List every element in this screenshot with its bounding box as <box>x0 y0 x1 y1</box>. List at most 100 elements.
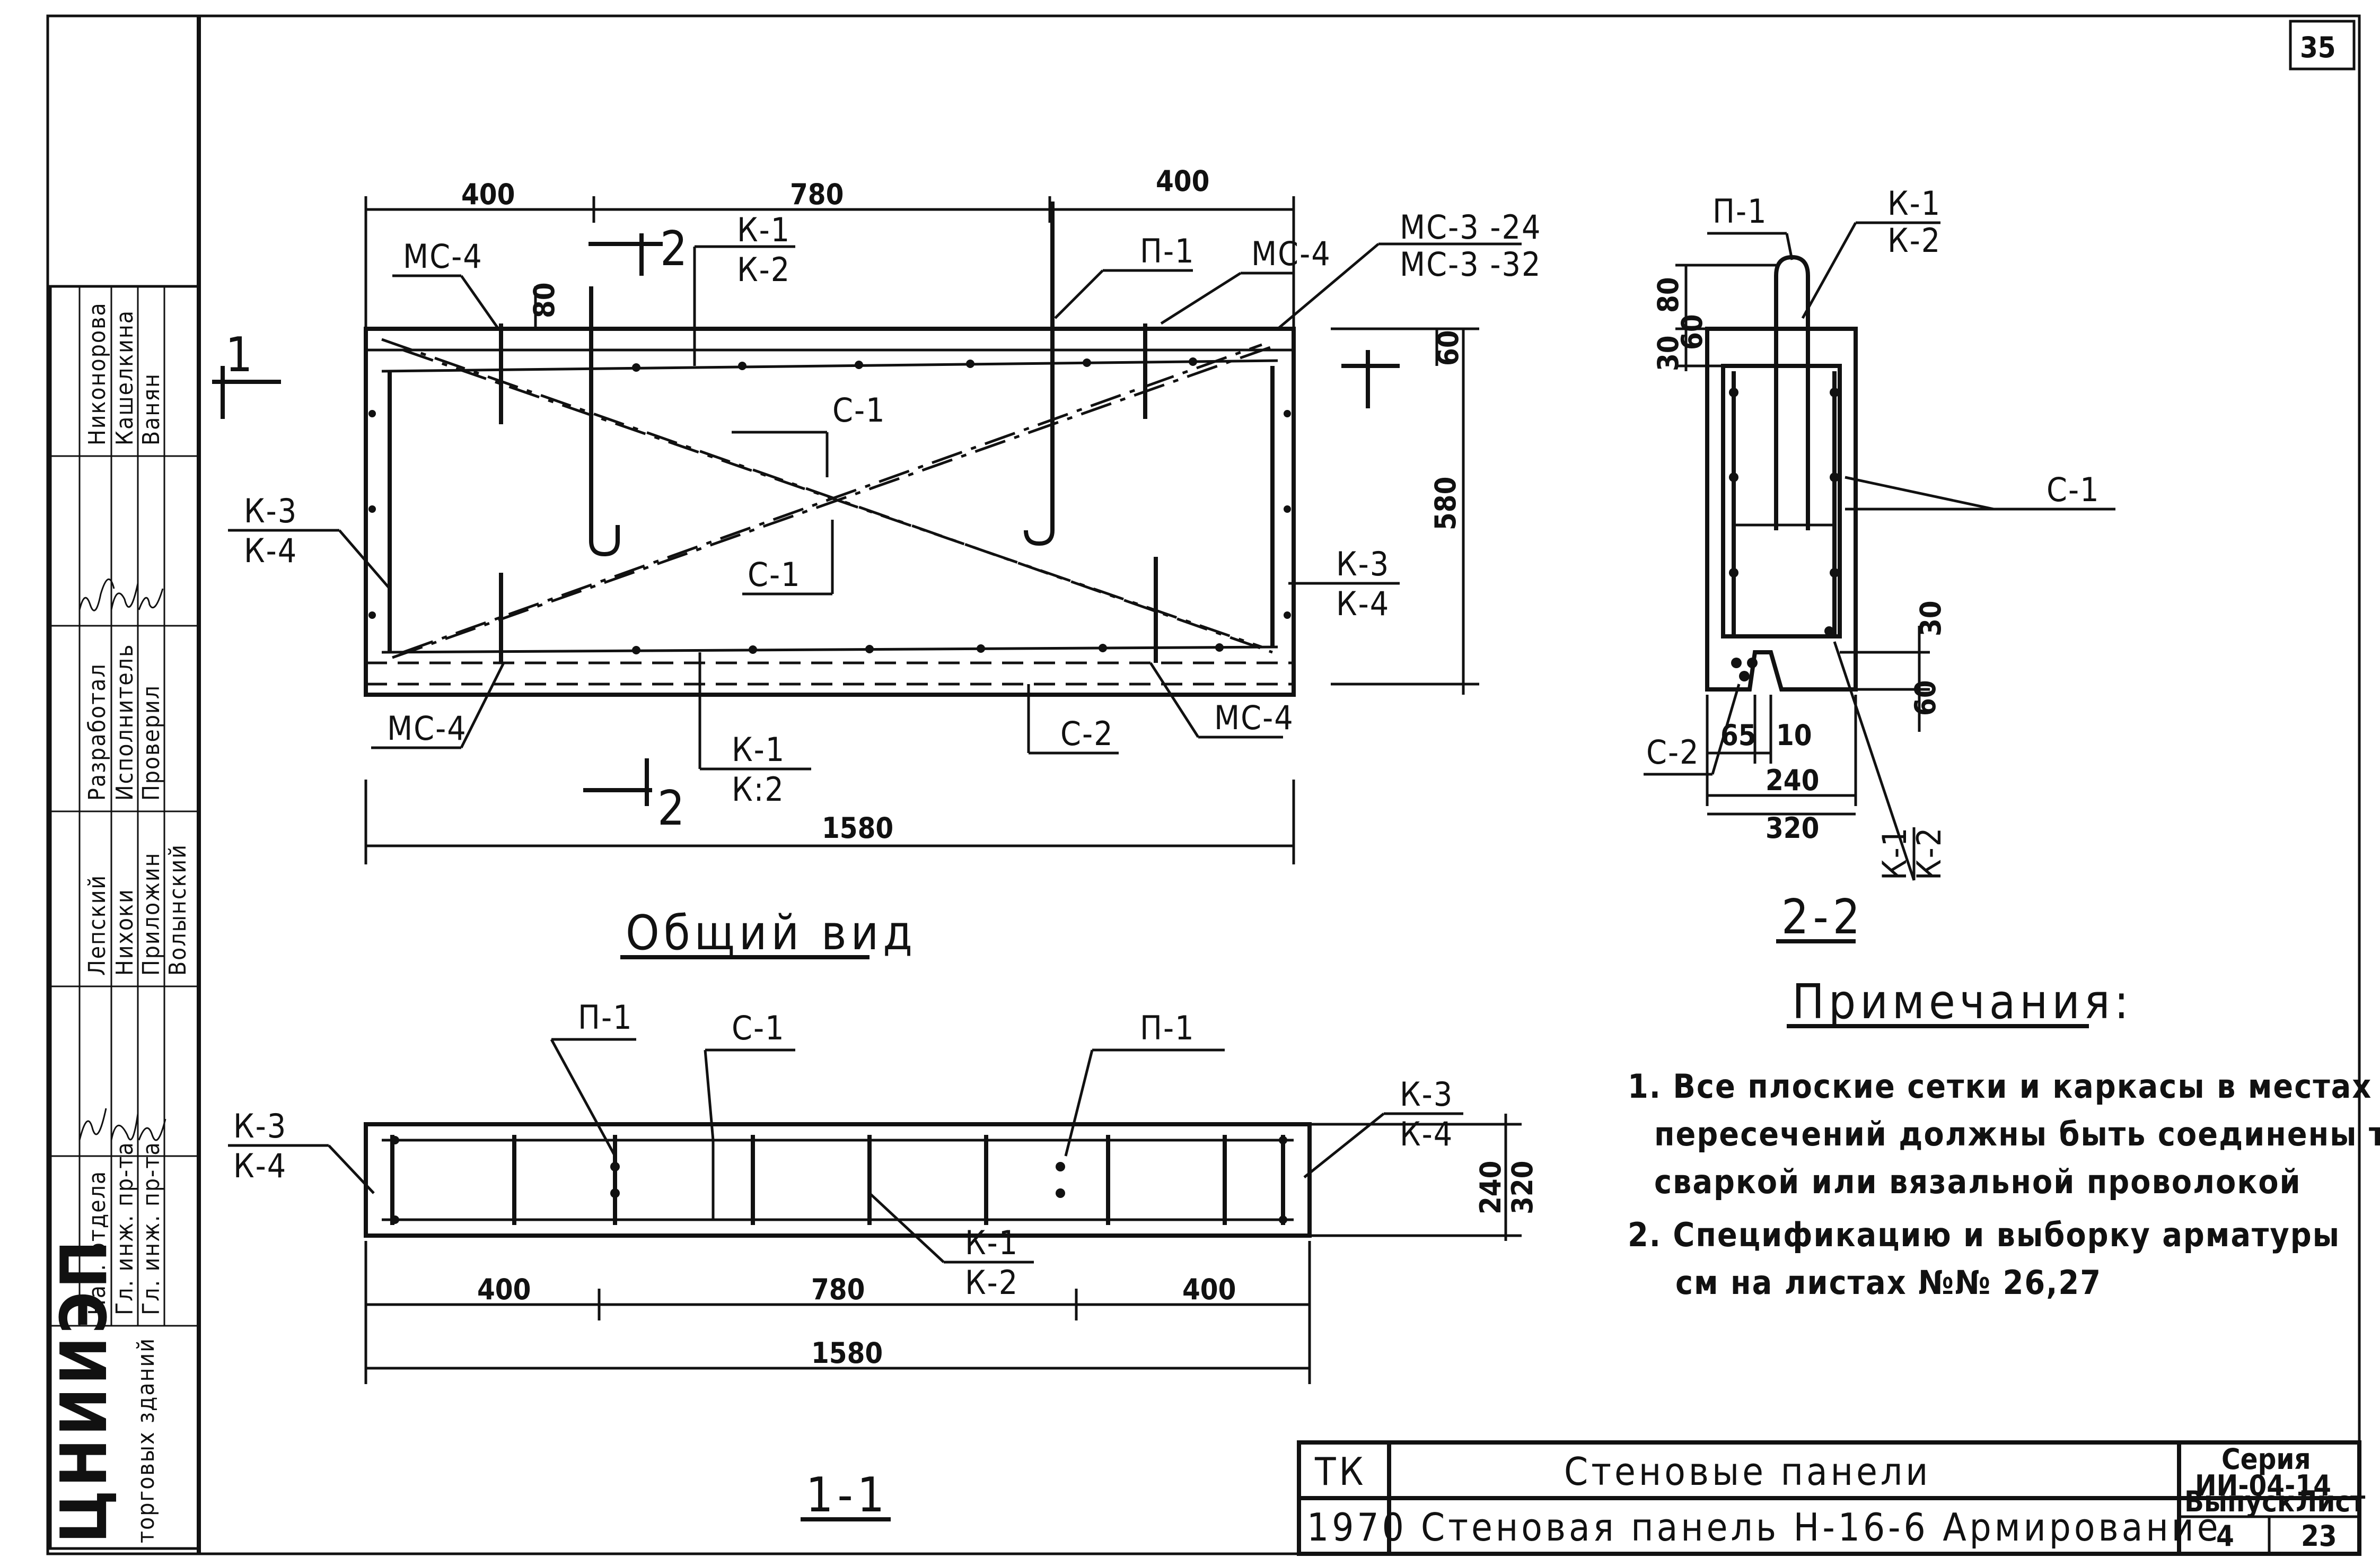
dim-2-2-10: 10 <box>1776 719 1812 752</box>
label-c1-lower: С-1 <box>748 555 801 594</box>
label-1-1-k3-left: К-3 <box>233 1107 287 1145</box>
label-1-1-k2: К-2 <box>965 1263 1018 1302</box>
dim-2-2-30-right: 30 <box>1914 600 1947 636</box>
label-p1-top: П-1 <box>1140 232 1195 270</box>
section11-dots <box>391 1136 1287 1224</box>
dim-2-2-60: 60 <box>1675 314 1709 350</box>
label-k1-bottom: К-1 <box>732 730 785 769</box>
stamp-name-prilozhin: Приложин <box>138 852 165 976</box>
section-2-2: 80 30 60 30 60 65 10 240 320 П-1 К-1 К-2… <box>1644 184 2115 945</box>
stamp-name-nikonorova: Никонорова <box>84 302 111 445</box>
label-k3-right: К-3 <box>1336 545 1390 583</box>
section-1-1: 400 780 400 1580 240 320 П-1 С-1 П-1 К-3… <box>228 998 1539 1523</box>
title-block-sheet: 23 <box>2301 1519 2337 1553</box>
section-mark-1-right <box>1341 350 1400 408</box>
label-1-1-p1-left: П-1 <box>578 998 633 1037</box>
label-ms3-24: МС-3 -24 <box>1400 208 1542 247</box>
view-title-1-1: 1-1 <box>806 1467 889 1523</box>
label-k2-bottom: К:2 <box>732 770 785 809</box>
stamp-role-proveril: Проверил <box>138 685 165 801</box>
title-block-issue: 4 <box>2216 1519 2234 1553</box>
label-2-2-p1: П-1 <box>1712 192 1768 231</box>
label-2-2-k1: К-1 <box>1887 184 1941 223</box>
title-block-year: 1970 <box>1307 1505 1407 1550</box>
side-stamp: Никонорова Кашелкина Ванян Разработал Ис… <box>48 285 200 1550</box>
notes: Примечания: 1. Все плоские сетки и карка… <box>1628 974 2380 1302</box>
section11-verticals <box>512 1135 1227 1225</box>
view-title-general: Общий вид <box>626 905 917 961</box>
dim-80: 80 <box>528 282 561 318</box>
label-ms4-top-left: МС-4 <box>403 237 483 276</box>
rebar-dots <box>368 357 1291 654</box>
section22-dots <box>1729 388 1839 681</box>
label-ms4-top-right: МС-4 <box>1251 234 1331 273</box>
label-k4-left: К-4 <box>244 531 297 570</box>
dim-1-1-320: 320 <box>1506 1161 1539 1214</box>
dim-total-1580: 1580 <box>822 811 893 845</box>
dim-1-1-1580: 1580 <box>811 1336 883 1370</box>
label-1-1-k1: К-1 <box>965 1223 1018 1262</box>
title-block-code: ТК <box>1314 1449 1367 1494</box>
stamp-name-kashelkina: Кашелкина <box>111 310 138 445</box>
label-c2: С-2 <box>1060 714 1114 753</box>
dim-2-2-240: 240 <box>1766 764 1819 797</box>
sheet-number: 35 <box>2300 31 2336 64</box>
label-k3-left: К-3 <box>244 492 297 530</box>
main-view: 400 780 400 1580 580 60 80 МС-4 К-1 К-2 … <box>212 164 1542 961</box>
dim-1-1-400-left: 400 <box>477 1273 531 1306</box>
label-ms4-bottom-right: МС-4 <box>1214 698 1294 737</box>
label-1-1-p1-right: П-1 <box>1140 1009 1195 1047</box>
svg-text:2: 2 <box>657 781 689 836</box>
label-1-1-c1: С-1 <box>732 1009 785 1047</box>
stamp-name-lepsky: Лепский <box>84 874 111 976</box>
label-1-1-k4-right: К-4 <box>1400 1115 1453 1153</box>
sheet-frame: 35 <box>46 14 2361 1555</box>
dim-60: 60 <box>1431 330 1465 366</box>
label-1-1-k4-left: К-4 <box>233 1147 287 1185</box>
title-block-subtitle: Стеновая панель Н-16-6 Армирование <box>1421 1505 2221 1550</box>
dim-1-1-780: 780 <box>811 1273 865 1306</box>
label-ms3-32: МС-3 -32 <box>1400 245 1542 284</box>
dim-2-2-320: 320 <box>1766 811 1819 845</box>
stamp-org-sub: торговых зданий <box>133 1337 160 1543</box>
title-block-issue-label: Выпуск <box>2184 1485 2295 1518</box>
stamp-role-gl-inzh-1: Гл. инж. пр-та <box>111 1141 138 1315</box>
dim-2-2-30: 30 <box>1652 335 1685 371</box>
label-c1-upper: С-1 <box>832 391 886 430</box>
dim-2-2-60-right: 60 <box>1909 680 1942 716</box>
title-block-title: Стеновые панели <box>1564 1449 1931 1494</box>
label-1-1-k3-right: К-3 <box>1400 1075 1453 1114</box>
stamp-role-nach-otdela: Нач. отдела <box>84 1170 111 1315</box>
title-block-sheet-label: Лист <box>2296 1485 2365 1518</box>
notes-heading: Примечания: <box>1792 974 2133 1030</box>
dim-2-2-65: 65 <box>1720 719 1757 752</box>
dim-height-580: 580 <box>1429 477 1462 530</box>
dim-2-2-80: 80 <box>1652 277 1685 313</box>
note-line-4: 2. Спецификацию и выборку арматуры <box>1628 1215 2340 1254</box>
svg-text:1: 1 <box>225 327 257 383</box>
stamp-org-logo: ЦНИИЭП <box>48 1237 121 1543</box>
note-line-5: см на листах №№ 26,27 <box>1675 1263 2102 1302</box>
note-line-3: сваркой или вязальной проволокой <box>1654 1162 2302 1201</box>
stamp-role-razrabotal: Разработал <box>84 663 111 801</box>
label-2-2-k2-vert: К-2 <box>1910 827 1948 880</box>
dim-top-780: 780 <box>790 178 844 211</box>
note-line-2: пересечений должны быть соединены точечн… <box>1654 1115 2380 1153</box>
stamp-name-nihoki: Нихоки <box>111 888 138 976</box>
stamp-name-vanyan: Ванян <box>138 373 165 445</box>
label-2-2-k1-vert: К-1 <box>1875 827 1914 880</box>
dim-1-1-240: 240 <box>1474 1161 1507 1214</box>
label-2-2-k2: К-2 <box>1887 221 1941 260</box>
section-mark-1-left: 1 <box>212 327 281 419</box>
stamp-role-gl-inzh-2: Гл. инж. пр-та <box>138 1141 165 1315</box>
label-2-2-c2: С-2 <box>1646 733 1700 772</box>
title-block-series-label: Серия <box>2221 1442 2311 1476</box>
label-k1-top: К-1 <box>737 211 791 249</box>
section-mark-2-bottom: 2 <box>583 758 689 836</box>
dim-top-400-left: 400 <box>461 178 515 211</box>
signatures <box>78 578 166 1141</box>
stamp-name-volynsky: Волынский <box>164 844 191 976</box>
label-k4-right: К-4 <box>1336 584 1390 623</box>
section-mark-2-top: 2 <box>589 221 688 277</box>
